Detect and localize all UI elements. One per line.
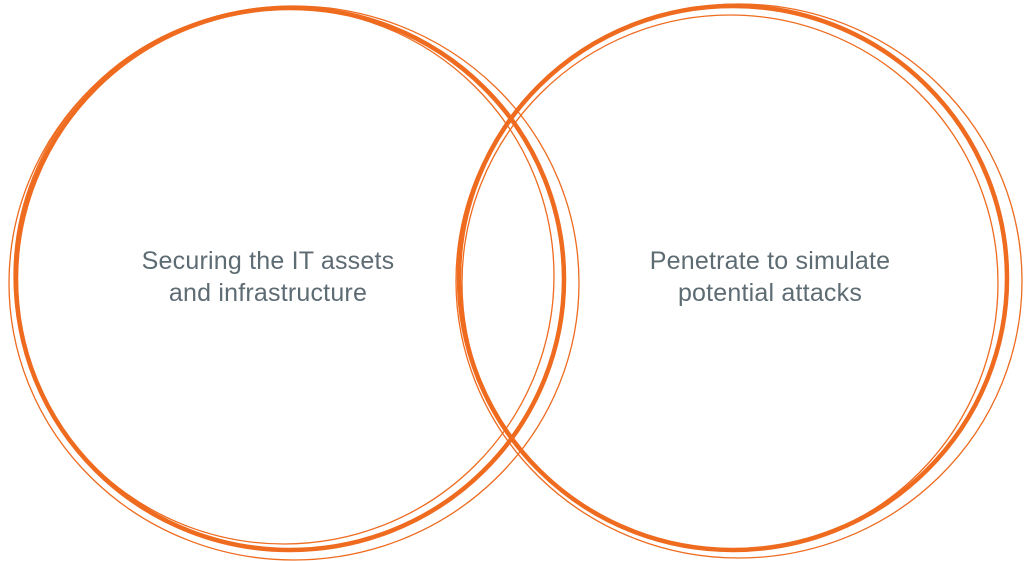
right-circle-ring-thick (456, 3, 1010, 553)
left-circle-ring-thin-inner (13, 7, 555, 545)
right-circle-label: Penetrate to simulate potential attacks (610, 245, 930, 309)
right-circle-label-line1: Penetrate to simulate (649, 247, 891, 275)
left-circle-ring-thin-outer (8, 5, 580, 561)
left-circle-label-line2: and infrastructure (168, 279, 368, 307)
right-circle (455, 3, 1023, 559)
left-circle (8, 5, 580, 561)
left-circle-label-line1: Securing the IT assets (141, 247, 395, 275)
right-circle-ring-thin-inner (461, 14, 999, 552)
right-circle-label-line2: potential attacks (677, 279, 863, 307)
left-circle-label: Securing the IT assets and infrastructur… (108, 245, 428, 309)
right-circle-ring-thin-outer (455, 3, 1023, 559)
